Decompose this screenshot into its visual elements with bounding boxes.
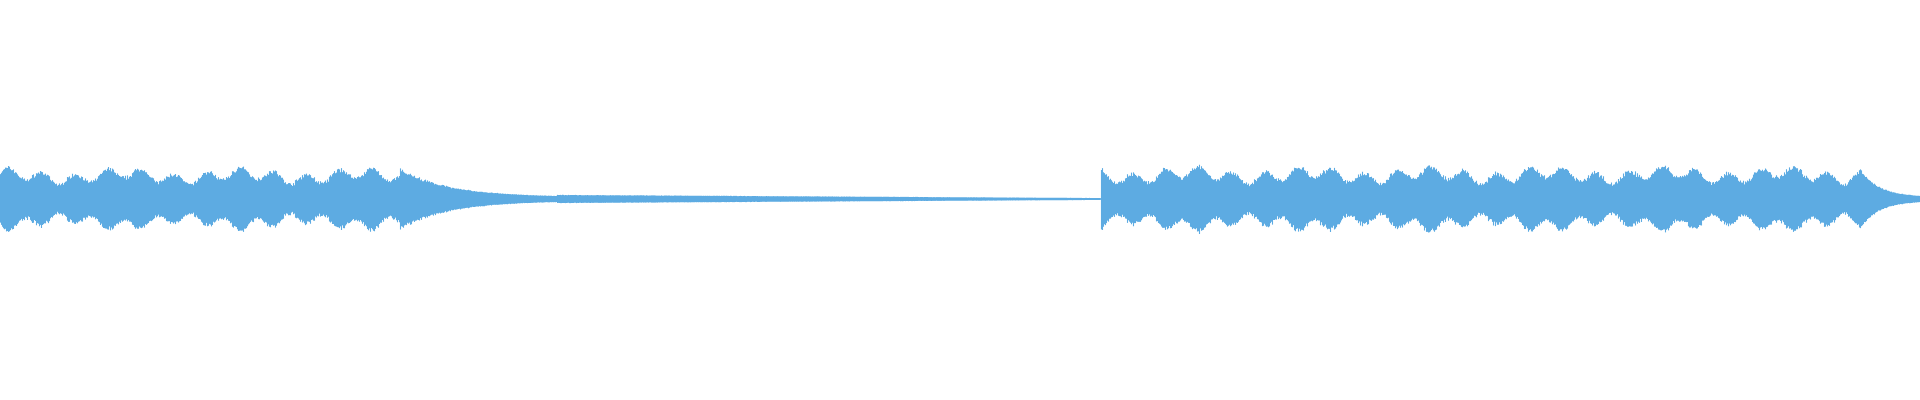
waveform-path — [0, 164, 1920, 234]
